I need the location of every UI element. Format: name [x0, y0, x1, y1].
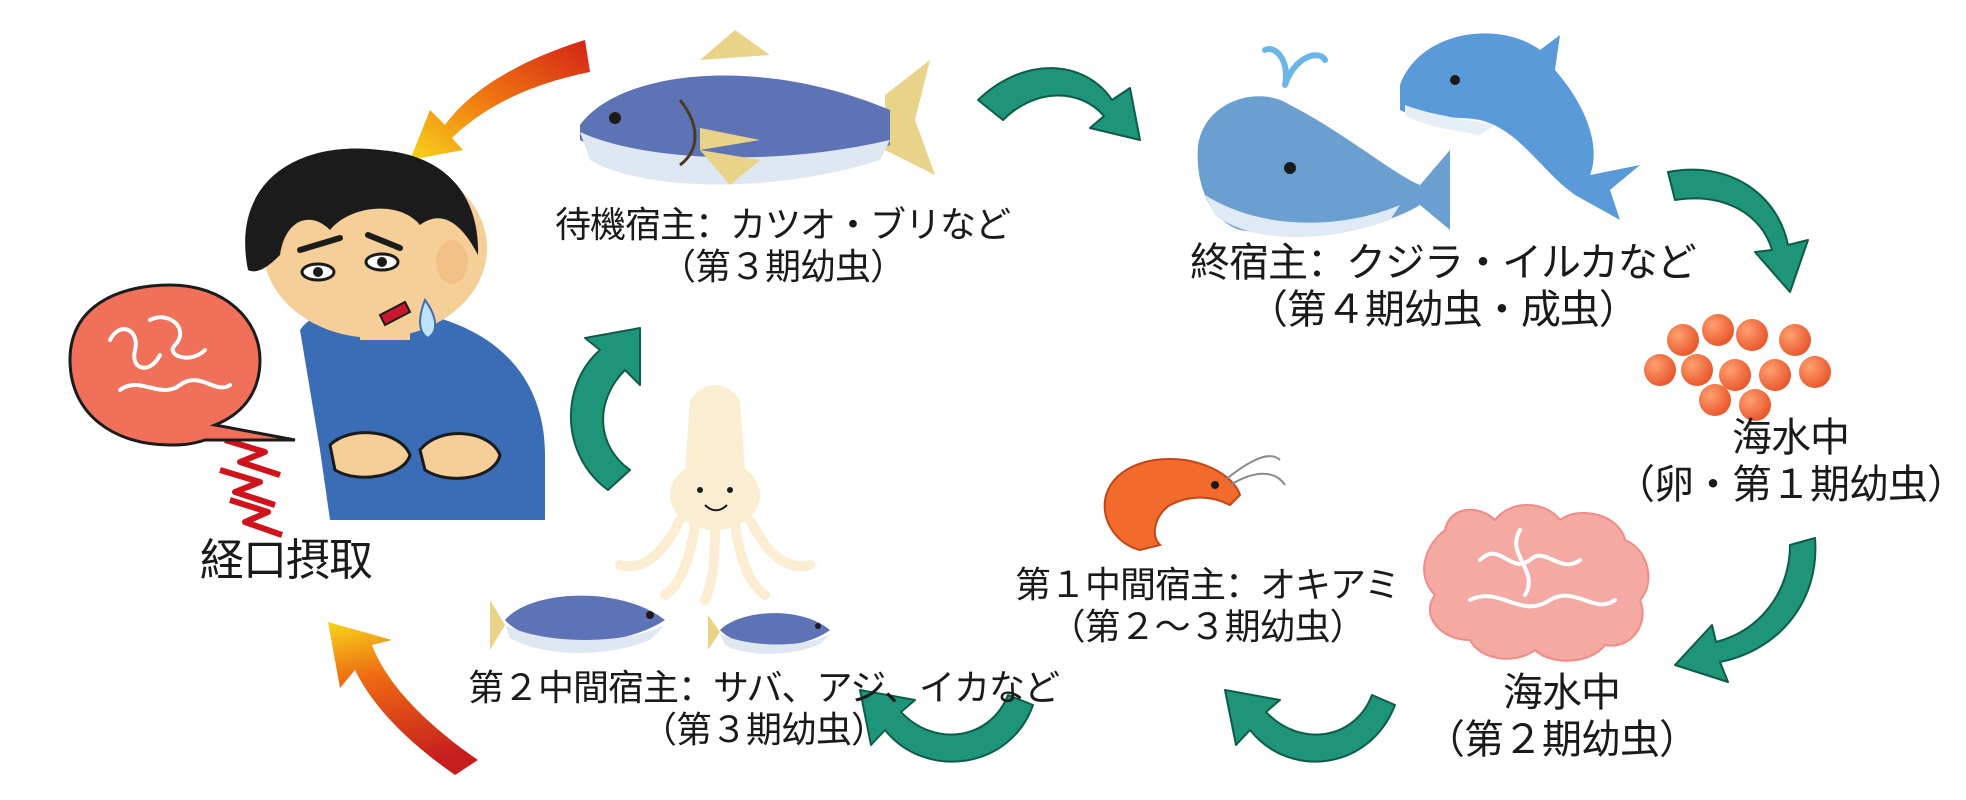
dolphin-illustration [1400, 33, 1640, 220]
seawater-eggs-stage: （卵・第１期幼虫） [1615, 462, 1966, 509]
seawater-eggs-label: 海水中 （卵・第１期幼虫） [1615, 415, 1966, 509]
intake-label-text: 経口摂取 [200, 535, 373, 586]
person-illustration [219, 148, 545, 538]
parasite-life-cycle-diagram: 経口摂取 待機宿主：カツオ・ブリなど （第３期幼虫） 終宿主：クジラ・イルカなど… [68, 30, 1966, 775]
paratenic-host-name: 待機宿主：カツオ・ブリなど [555, 205, 1011, 246]
seawater-eggs-name: 海水中 [1732, 415, 1850, 461]
mackerel-illustration [490, 595, 665, 653]
final-host-label: 終宿主：クジラ・イルカなど （第４期幼虫・成虫） [1190, 240, 1697, 334]
cycle-arrow-fish-to-whale [977, 67, 1141, 141]
worm-thought-bubble [68, 283, 296, 447]
krill-illustration [1103, 455, 1286, 552]
second-intermediate-host-label: 第２中間宿主：サバ、アジ、イカなど （第３期幼虫） [468, 668, 1060, 753]
final-host-stage: （第４期幼虫・成虫） [1247, 287, 1639, 334]
ingestion-arrow-top [410, 40, 590, 160]
cycle-arrow-mackerel-to-bonito [570, 327, 641, 491]
cycle-arrow-whale-to-eggs [1667, 168, 1809, 293]
squid-illustration [615, 385, 815, 605]
diagram-illustrations [68, 30, 1831, 775]
whale-illustration [1197, 46, 1450, 238]
bonito-fish-illustration [580, 30, 935, 185]
second-intermediate-host-name: 第２中間宿主：サバ、アジ、イカなど [468, 668, 1060, 709]
cycle-arrow-water-to-krill [1224, 689, 1396, 763]
ingestion-arrow-bottom [328, 622, 478, 775]
horse-mackerel-illustration [708, 613, 830, 654]
cycle-arrow-eggs-to-water [1674, 537, 1817, 683]
first-intermediate-host-name: 第１中間宿主：オキアミ [1015, 565, 1400, 606]
first-intermediate-host-stage: （第２～３期幼虫） [1049, 607, 1366, 649]
seawater-larvae-name: 海水中 [1503, 670, 1621, 716]
second-intermediate-host-stage: （第３期幼虫） [641, 710, 887, 752]
final-host-name: 終宿主：クジラ・イルカなど [1190, 240, 1697, 286]
intake-label: 経口摂取 [200, 535, 373, 587]
seawater-larvae-label: 海水中 （第２期幼虫） [1425, 670, 1699, 764]
paratenic-host-label: 待機宿主：カツオ・ブリなど （第３期幼虫） [555, 205, 1011, 290]
paratenic-host-stage: （第３期幼虫） [660, 247, 906, 289]
larvae-water-illustration [1423, 504, 1650, 662]
first-intermediate-host-label: 第１中間宿主：オキアミ （第２～３期幼虫） [1015, 565, 1400, 650]
cycle-arrow-krill-to-mackerel [859, 689, 1034, 763]
seawater-larvae-stage: （第２期幼虫） [1425, 717, 1699, 764]
eggs-illustration [1644, 314, 1831, 421]
